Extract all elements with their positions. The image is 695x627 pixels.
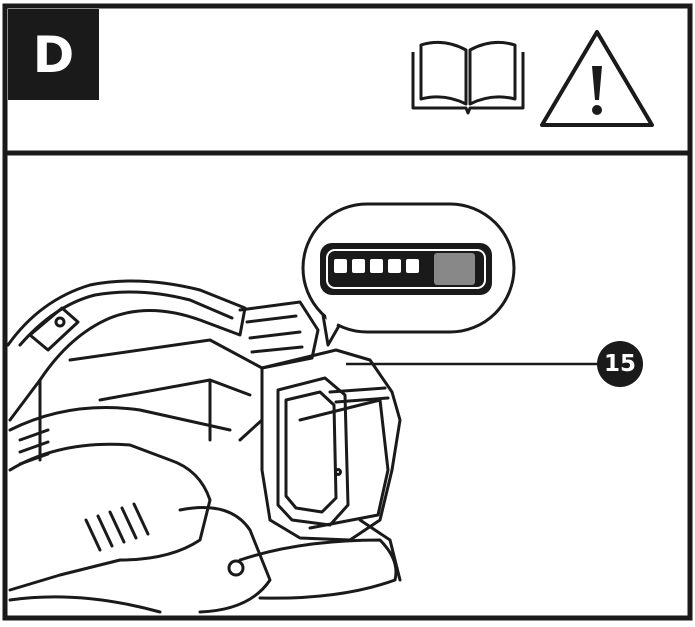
outer-border: [2, 3, 693, 621]
charge-bar-3: [370, 259, 383, 273]
step-label: D: [8, 9, 99, 100]
callout-number: 15: [597, 341, 643, 387]
check-button: [434, 253, 475, 285]
charge-bar-4: [388, 259, 401, 273]
mower-illustration: [6, 279, 402, 614]
read-manual-icon: [411, 40, 525, 115]
charge-bar-5: [406, 259, 419, 273]
charge-bar-2: [352, 259, 365, 273]
warning-icon: [540, 30, 654, 127]
charge-bar-1: [334, 259, 347, 273]
battery-level-indicator: [320, 243, 492, 295]
